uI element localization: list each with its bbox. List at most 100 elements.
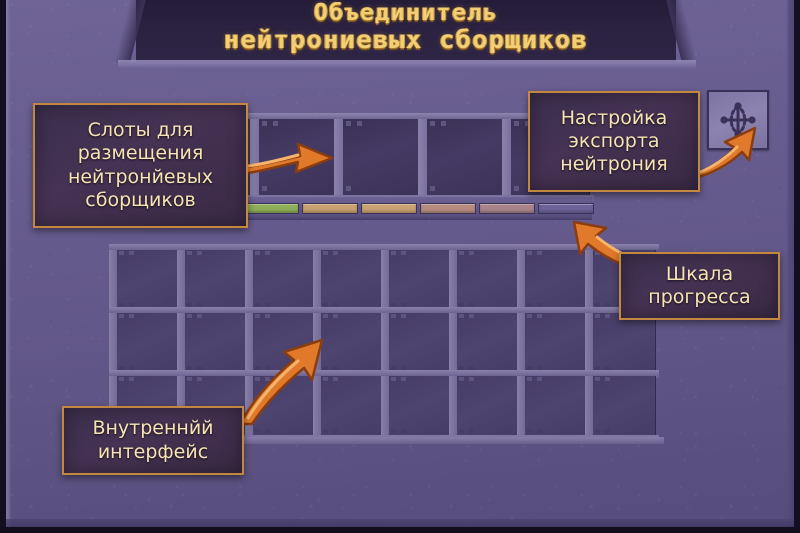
inv-slot-f-t bbox=[245, 307, 319, 313]
slot-pin-b bbox=[357, 121, 362, 126]
collector-slot[interactable] bbox=[334, 113, 426, 202]
inv-slot-d-b bbox=[605, 377, 610, 381]
inv-slot-f-l bbox=[517, 371, 525, 440]
inventory-slot[interactable] bbox=[381, 244, 455, 315]
inv-slot-d-c bbox=[187, 303, 192, 307]
inv-slot-d-c bbox=[255, 303, 260, 307]
inv-slot-d-d bbox=[469, 366, 474, 370]
inv-slot-d-a bbox=[391, 314, 396, 318]
slot-pin-a bbox=[514, 121, 519, 126]
inventory-slot[interactable] bbox=[109, 307, 183, 378]
inv-slot-d-d bbox=[537, 429, 542, 433]
inv-slot-d-b bbox=[401, 377, 406, 381]
inv-slot-f-t bbox=[517, 370, 591, 376]
inv-slot-d-a bbox=[323, 377, 328, 381]
slot-pin-c bbox=[430, 186, 435, 191]
inv-slot-d-d bbox=[265, 429, 270, 433]
slot-frame-t bbox=[334, 113, 424, 119]
inventory-slot[interactable] bbox=[381, 307, 455, 378]
inv-slot-d-d bbox=[333, 366, 338, 370]
inv-slot-d-b bbox=[469, 314, 474, 318]
inv-slot-f-l bbox=[381, 245, 389, 314]
slot-pin-a bbox=[262, 121, 267, 126]
screen-bottom-border bbox=[0, 527, 800, 533]
inv-slot-d-d bbox=[469, 429, 474, 433]
inv-slot-d-a bbox=[459, 314, 464, 318]
inv-slot-f-l bbox=[585, 245, 593, 314]
panel-right-bevel bbox=[786, 0, 794, 527]
panel-left-bevel bbox=[6, 0, 11, 527]
progress-segment bbox=[420, 203, 476, 214]
inv-slot-d-a bbox=[459, 377, 464, 381]
inv-slot-d-c bbox=[119, 303, 124, 307]
progress-segment bbox=[479, 203, 535, 214]
inventory-slot[interactable] bbox=[245, 244, 319, 315]
inv-slot-d-c bbox=[255, 429, 260, 433]
progress-bar bbox=[243, 203, 594, 214]
inv-slot-f-l bbox=[313, 371, 321, 440]
inv-slot-d-c bbox=[595, 303, 600, 307]
inventory-slot[interactable] bbox=[585, 370, 659, 441]
inventory-slot[interactable] bbox=[585, 307, 659, 378]
slot-pin-c bbox=[262, 186, 267, 191]
inv-slot-d-d bbox=[605, 429, 610, 433]
inv-slot-f-l bbox=[313, 245, 321, 314]
inventory-slot[interactable] bbox=[517, 370, 591, 441]
arrow-up-right-to-export-button bbox=[689, 126, 757, 180]
inv-slot-d-c bbox=[595, 366, 600, 370]
inv-slot-d-b bbox=[537, 314, 542, 318]
inv-slot-d-b bbox=[333, 377, 338, 381]
slot-pin-a bbox=[346, 121, 351, 126]
inventory-slot[interactable] bbox=[381, 370, 455, 441]
inv-slot-f-t bbox=[449, 370, 523, 376]
slot-pin-b bbox=[525, 121, 530, 126]
inv-slot-d-a bbox=[595, 314, 600, 318]
inv-slot-d-d bbox=[197, 366, 202, 370]
inv-slot-f-l bbox=[381, 371, 389, 440]
title-bar-underline bbox=[118, 60, 696, 69]
callout-internal-interface: Внутреннйй интерфейс bbox=[62, 406, 244, 475]
inventory-slot[interactable] bbox=[313, 307, 387, 378]
inventory-slot[interactable] bbox=[517, 307, 591, 378]
inv-slot-d-b bbox=[537, 251, 542, 255]
inv-slot-d-a bbox=[595, 377, 600, 381]
inv-slot-d-d bbox=[401, 429, 406, 433]
inv-slot-d-b bbox=[265, 377, 270, 381]
inv-slot-d-b bbox=[129, 377, 134, 381]
inventory-slot[interactable] bbox=[177, 244, 251, 315]
inv-slot-d-c bbox=[459, 366, 464, 370]
inv-slot-d-a bbox=[187, 314, 192, 318]
slot-pin-a bbox=[430, 121, 435, 126]
inv-slot-f-l bbox=[109, 245, 117, 314]
inv-slot-f-l bbox=[177, 371, 185, 440]
slot-pin-c bbox=[514, 186, 519, 191]
callout-collector-slots-text: Слоты для размещения нейтронйевых сборщи… bbox=[67, 119, 214, 211]
inv-slot-f-l bbox=[109, 308, 117, 377]
inventory-slot[interactable] bbox=[449, 244, 523, 315]
inv-slot-f-l bbox=[585, 371, 593, 440]
inv-slot-f-t bbox=[109, 307, 183, 313]
inv-slot-f-t bbox=[517, 307, 591, 313]
inv-slot-f-t bbox=[245, 244, 319, 250]
collector-slot[interactable] bbox=[418, 113, 510, 202]
window-title-line-2: нейтрониевых сборщиков bbox=[223, 25, 589, 55]
inv-slot-f-l bbox=[177, 308, 185, 377]
progress-segment bbox=[361, 203, 417, 214]
inventory-slot[interactable] bbox=[313, 244, 387, 315]
inv-slot-d-a bbox=[119, 314, 124, 318]
inventory-slot[interactable] bbox=[449, 307, 523, 378]
inv-slot-f-l bbox=[449, 371, 457, 440]
inv-slot-f-t bbox=[177, 307, 251, 313]
progress-segment bbox=[302, 203, 358, 214]
inventory-slot[interactable] bbox=[109, 244, 183, 315]
progress-segment bbox=[243, 203, 299, 214]
inv-slot-d-a bbox=[527, 251, 532, 255]
inv-slot-f-t bbox=[109, 370, 183, 376]
inv-slot-f-t bbox=[585, 370, 659, 376]
inv-slot-d-d bbox=[537, 366, 542, 370]
inventory-slot[interactable] bbox=[449, 370, 523, 441]
slot-frame-l bbox=[418, 114, 427, 200]
inv-slot-d-a bbox=[459, 251, 464, 255]
inv-slot-f-l bbox=[585, 308, 593, 377]
slot-pin-b bbox=[273, 121, 278, 126]
